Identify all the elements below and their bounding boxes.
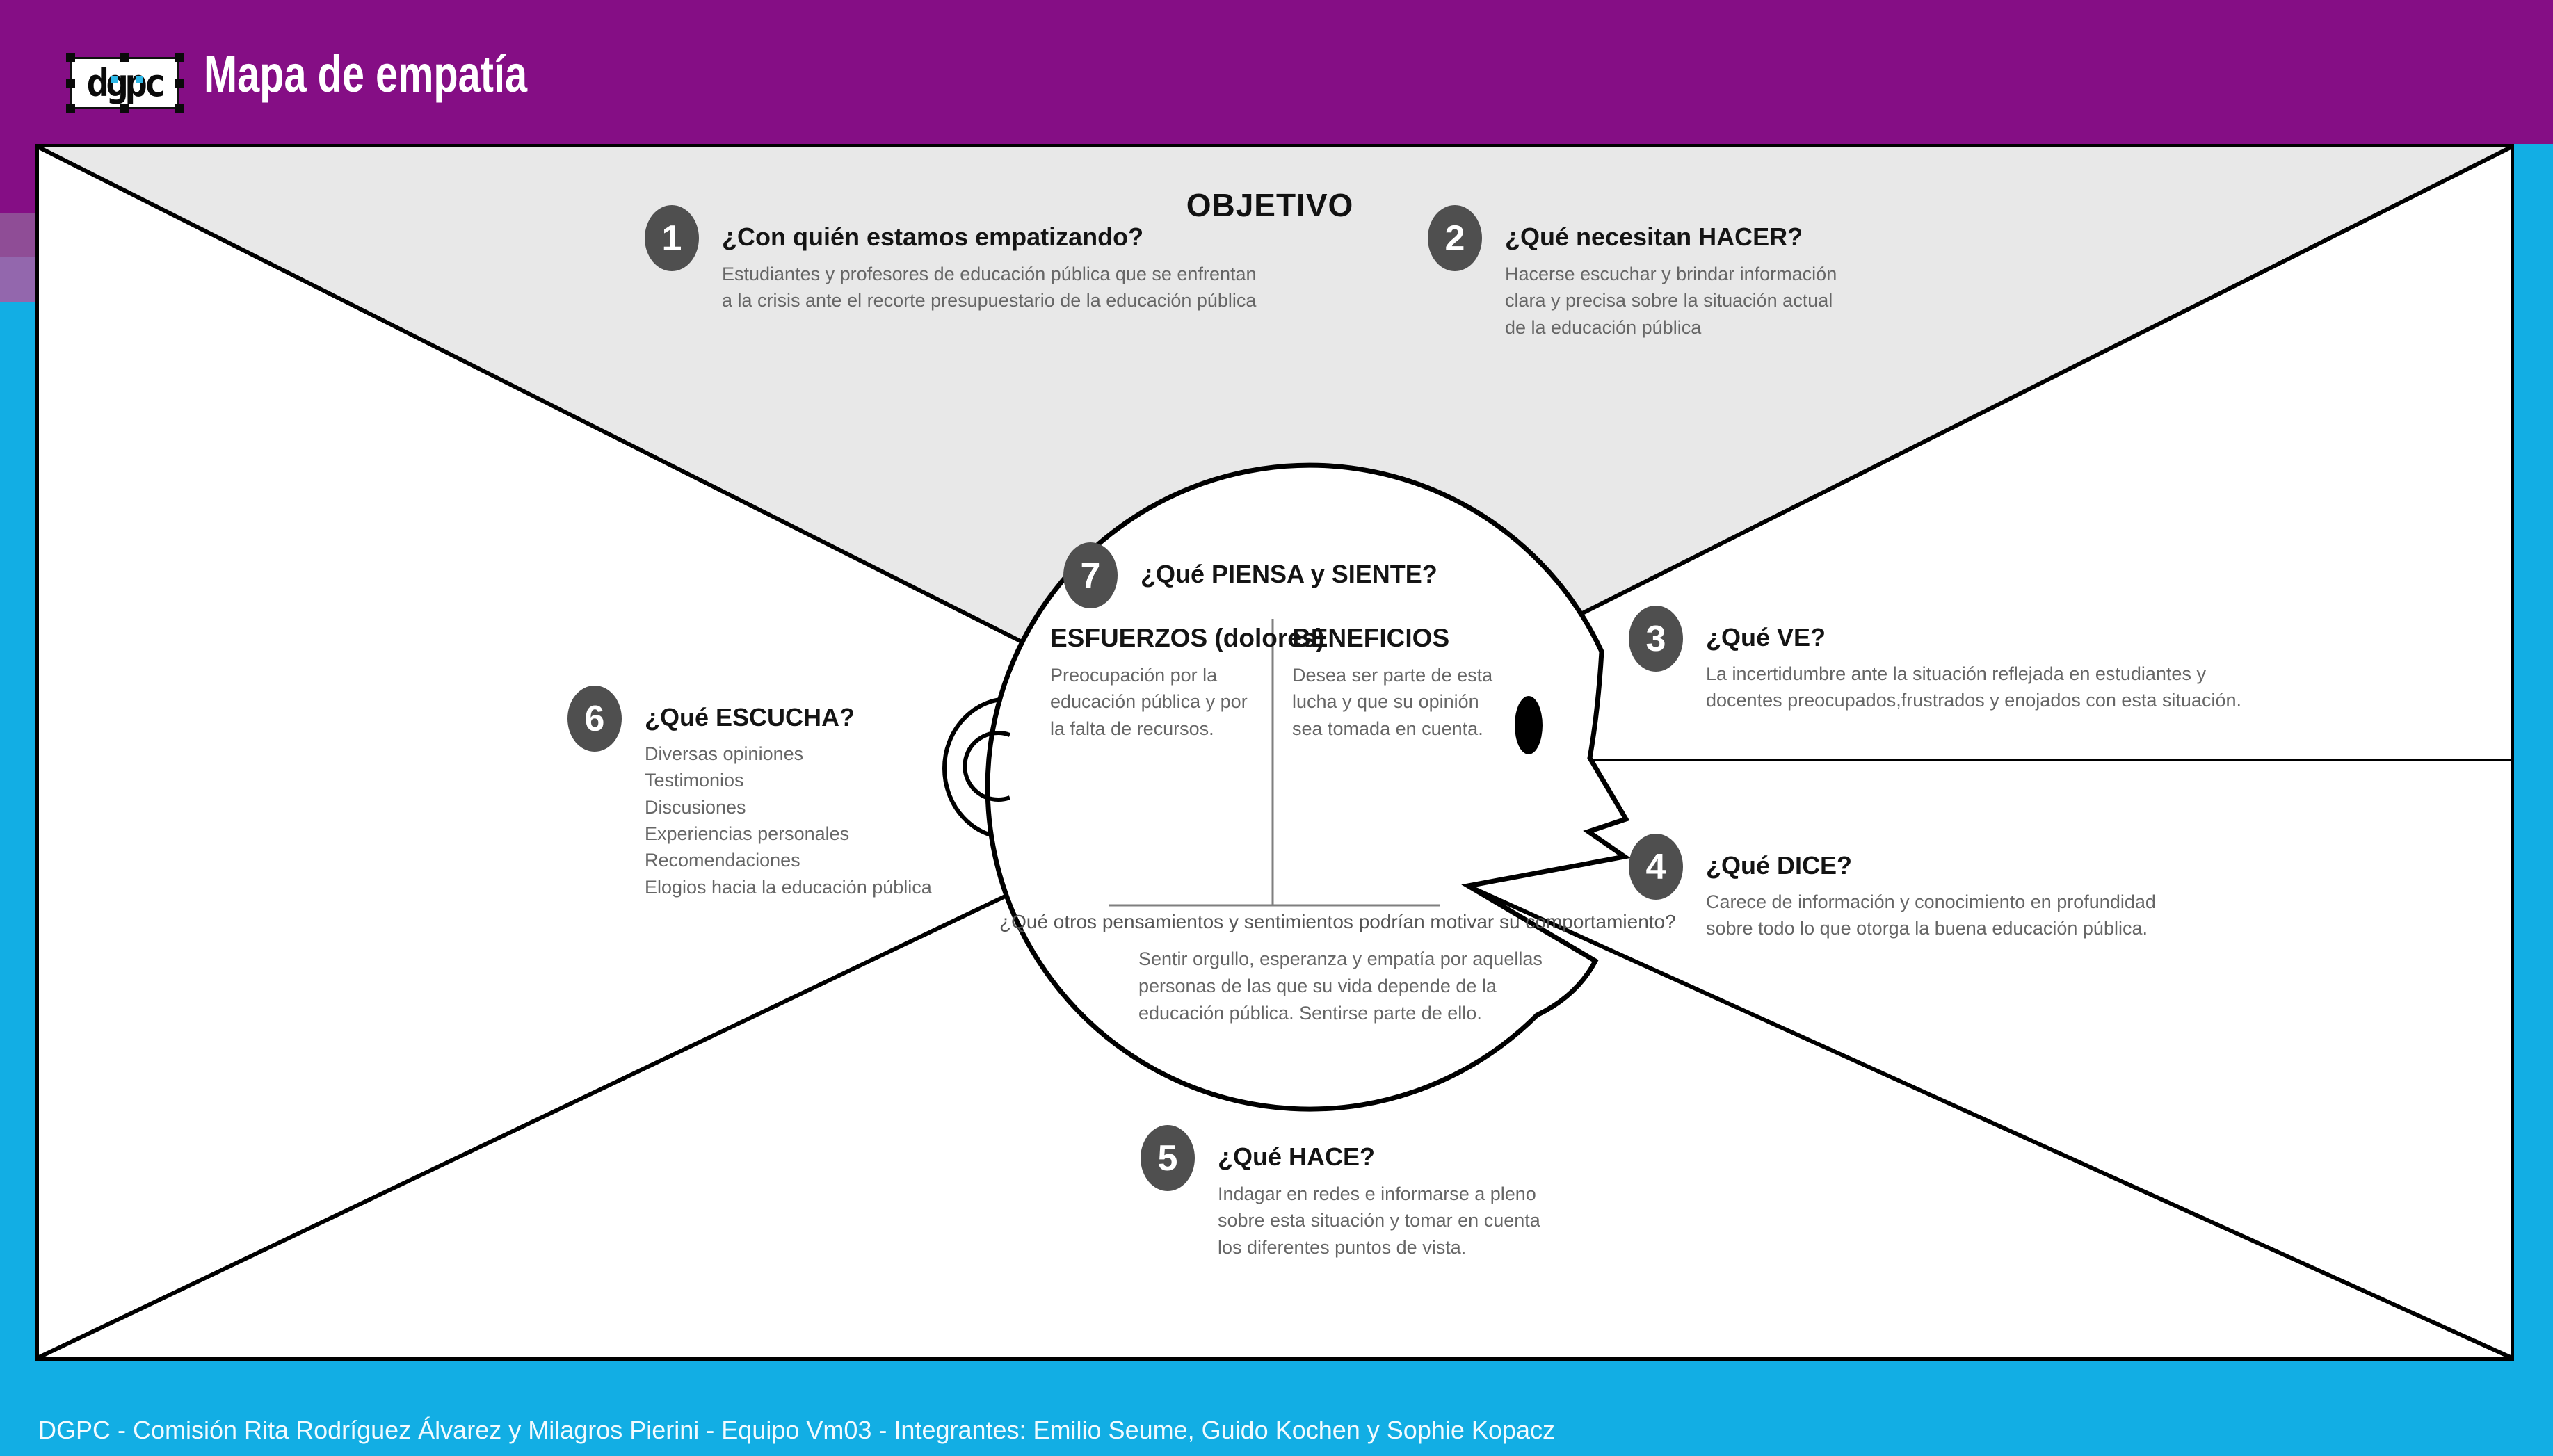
left-strip-light-purple — [0, 257, 35, 302]
selection-handle[interactable] — [120, 104, 129, 113]
beneficios-body: Desea ser parte de esta lucha y que su o… — [1292, 665, 1493, 739]
section-5-number-text: 5 — [1157, 1138, 1178, 1179]
header-bar — [0, 0, 2553, 144]
section-7-number: 7 — [1063, 542, 1118, 608]
section-6-number: 6 — [567, 686, 622, 752]
section-1-body: Estudiantes y profesores de educación pú… — [722, 264, 1257, 312]
selection-handle[interactable] — [66, 53, 75, 62]
diagonal-bottom-right — [1467, 884, 2511, 1357]
esfuerzos-body: Preocupación por la educación pública y … — [1050, 665, 1248, 739]
right-strip-cyan — [2514, 144, 2553, 1456]
left-strip-cyan — [0, 302, 35, 1456]
section-6-heading: ¿Qué ESCUCHA? — [645, 703, 855, 731]
logo-pixel-accent — [111, 76, 118, 83]
objetivo-triangle — [39, 147, 2511, 768]
section-1-heading: ¿Con quién estamos empatizando? — [722, 223, 1144, 251]
section-3-body: La incertidumbre ante la situación refle… — [1706, 663, 2241, 711]
section-3-heading: ¿Qué VE? — [1706, 623, 1826, 652]
other-thoughts-answer: Sentir orgullo, esperanza y empatía por … — [1138, 948, 1543, 1024]
selection-handle[interactable] — [120, 53, 129, 62]
section-2-body: Hacerse escuchar y brindar información c… — [1505, 264, 1837, 338]
selection-handle[interactable] — [175, 104, 184, 113]
section-5-body: Indagar en redes e informarse a pleno so… — [1218, 1183, 1540, 1258]
selection-handle[interactable] — [66, 79, 75, 88]
ear-inner-icon — [963, 731, 1011, 802]
section-1-number-text: 1 — [661, 218, 682, 259]
head-profile — [985, 462, 1631, 1112]
eye-icon — [1515, 696, 1543, 754]
section-4-number-text: 4 — [1645, 846, 1666, 887]
section-6-number-text: 6 — [584, 698, 605, 739]
left-strip-purple — [0, 144, 35, 213]
beneficios-heading: BENEFICIOS — [1292, 624, 1450, 652]
section-3-number-text: 3 — [1645, 618, 1666, 659]
section-2-number-text: 2 — [1444, 218, 1465, 259]
section-2-heading: ¿Qué necesitan HACER? — [1505, 223, 1803, 251]
section-2-number: 2 — [1428, 205, 1482, 271]
section-5-number: 5 — [1141, 1125, 1195, 1191]
empathy-map-canvas — [35, 144, 2514, 1361]
bottom-bar — [0, 1361, 2553, 1456]
page-title: Mapa de empatía — [204, 45, 528, 103]
selection-handle[interactable] — [66, 104, 75, 113]
section-4-heading: ¿Qué DICE? — [1706, 851, 1853, 880]
dgpc-logo-text: dgpc — [86, 60, 166, 105]
selection-handle[interactable] — [175, 79, 184, 88]
esfuerzos-heading: ESFUERZOS (dolores) — [1050, 624, 1325, 652]
section-7-heading: ¿Qué PIENSA y SIENTE? — [1141, 560, 1437, 588]
section-3-number: 3 — [1629, 606, 1683, 672]
objetivo-label: OBJETIVO — [1186, 187, 1354, 223]
section-5-heading: ¿Qué HACE? — [1218, 1142, 1376, 1171]
section-1-number: 1 — [645, 205, 699, 271]
section-7-number-text: 7 — [1080, 555, 1101, 596]
selection-handle[interactable] — [175, 53, 184, 62]
dgpc-logo[interactable]: dgpc — [66, 53, 184, 113]
left-strip-mid-purple — [0, 213, 35, 257]
footer-credits: DGPC - Comisión Rita Rodríguez Álvarez y… — [38, 1416, 1555, 1444]
logo-pixel-accent — [136, 76, 143, 83]
empathy-map-drawing — [39, 147, 2511, 1357]
section-6-body: Diversas opiniones Testimonios Discusion… — [645, 743, 932, 898]
section-4-number: 4 — [1629, 834, 1683, 900]
section-4-body: Carece de información y conocimiento en … — [1706, 891, 2156, 939]
other-thoughts-question: ¿Qué otros pensamientos y sentimientos p… — [999, 911, 1676, 932]
